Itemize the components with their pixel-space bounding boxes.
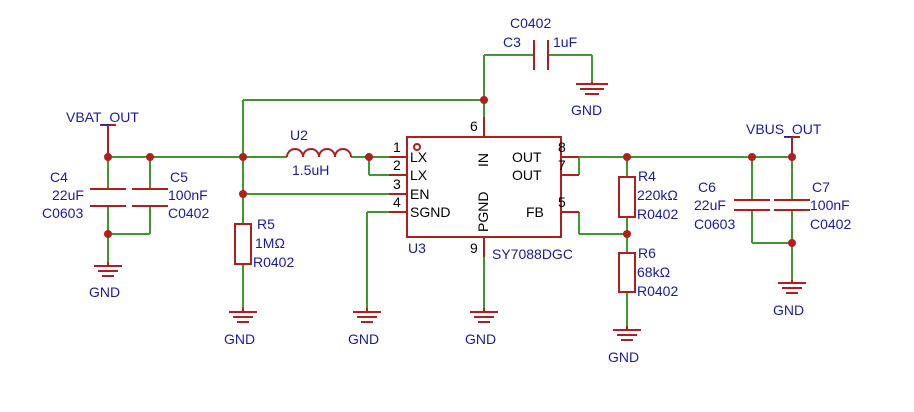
r4-value: 220kΩ	[637, 187, 678, 203]
pin-number-7: 7	[558, 157, 566, 173]
gnd-label: GND	[465, 331, 496, 347]
pin-number-4: 4	[393, 194, 401, 210]
junction-dot	[239, 190, 247, 198]
c4-package: C0603	[42, 205, 83, 221]
junction-dot	[748, 153, 756, 161]
capacitor-c3: C0402 C3 1uF	[503, 15, 577, 70]
gnd-symbol-pgnd: GND	[465, 308, 498, 347]
r6-value: 68kΩ	[637, 264, 670, 280]
pin-number-6: 6	[470, 118, 478, 134]
net-label-vbat: VBAT_OUT	[66, 109, 139, 125]
resistor-r5: R5 1MΩ R0402	[234, 216, 294, 270]
wires	[107, 54, 793, 326]
gnd-symbol-sgnd: GND	[348, 308, 381, 347]
c3-ref: C3	[503, 34, 521, 50]
ic-u3: 1 2 3 4 6 9 8 7 5 LX LX EN SGND OUT OUT …	[389, 117, 579, 262]
u3-part: SY7088DGC	[492, 246, 573, 262]
pin-number-5: 5	[558, 194, 566, 210]
pin-number-2: 2	[393, 157, 401, 173]
r6-ref: R6	[638, 245, 656, 261]
inductor-u2: U2 1.5uH	[286, 127, 352, 178]
capacitor-c6: C6 22uF C0603	[694, 179, 770, 232]
pin-name-in: IN	[475, 153, 491, 167]
c7-value: 100nF	[810, 197, 850, 213]
r4-ref: R4	[638, 168, 656, 184]
resistor-r4: R4 220kΩ R0402	[618, 168, 678, 222]
u2-value: 1.5uH	[292, 162, 329, 178]
gnd-symbol-r6: GND	[608, 326, 641, 365]
pin-number-9: 9	[470, 240, 478, 256]
net-label-vbus: VBUS_OUT	[746, 121, 822, 137]
c5-ref: C5	[170, 169, 188, 185]
capacitor-c7: C7 100nF C0402	[774, 179, 851, 232]
c3-value: 1uF	[553, 34, 577, 50]
gnd-label: GND	[773, 302, 804, 318]
pin-name-fb: FB	[526, 204, 544, 220]
net-vbus: VBUS_OUT	[746, 121, 822, 157]
c7-package: C0402	[810, 216, 851, 232]
pin-number-8: 8	[558, 139, 566, 155]
gnd-symbol-c3: GND	[571, 82, 608, 118]
gnd-label: GND	[608, 349, 639, 365]
gnd-symbol-c6c7: GND	[773, 280, 806, 318]
junction-dot	[146, 153, 154, 161]
pin-name-lx-1: LX	[410, 149, 428, 165]
c7-ref: C7	[812, 179, 830, 195]
pin-number-3: 3	[393, 176, 401, 192]
pin-number-1: 1	[393, 139, 401, 155]
c5-package: C0402	[168, 205, 209, 221]
gnd-label: GND	[571, 102, 602, 118]
pin-name-sgnd: SGND	[410, 204, 450, 220]
junction-dot	[788, 239, 796, 247]
c4-value: 22uF	[52, 187, 84, 203]
c6-package: C0603	[694, 216, 735, 232]
junction-dot	[239, 153, 247, 161]
net-vbat: VBAT_OUT	[66, 109, 139, 157]
junction-dot	[480, 96, 488, 104]
gnd-symbol-c4: GND	[89, 262, 122, 300]
junctions	[104, 96, 796, 247]
c4-ref: C4	[50, 169, 68, 185]
gnd-label: GND	[224, 331, 255, 347]
pin-name-pgnd: PGND	[475, 192, 491, 232]
capacitor-c4: C4 22uF C0603	[42, 169, 126, 221]
c6-ref: C6	[698, 179, 716, 195]
r4-package: R0402	[637, 206, 678, 222]
r5-value: 1MΩ	[255, 235, 285, 251]
junction-dot	[623, 230, 631, 238]
junction-dot	[365, 153, 373, 161]
resistor-r6: R6 68kΩ R0402	[618, 245, 678, 299]
pin-name-en: EN	[410, 186, 429, 202]
pin-name-out-8: OUT	[512, 149, 542, 165]
pin-name-lx-2: LX	[410, 167, 428, 183]
pin-name-out-7: OUT	[512, 167, 542, 183]
junction-dot	[104, 230, 112, 238]
c5-value: 100nF	[168, 187, 208, 203]
u2-ref: U2	[290, 127, 308, 143]
c6-value: 22uF	[694, 197, 726, 213]
capacitor-c5: C5 100nF C0402	[132, 169, 209, 221]
r6-package: R0402	[637, 283, 678, 299]
u3-ref: U3	[408, 240, 426, 256]
c3-package: C0402	[510, 15, 551, 31]
r5-ref: R5	[257, 216, 275, 232]
r5-package: R0402	[253, 254, 294, 270]
gnd-label: GND	[348, 331, 379, 347]
gnd-label: GND	[89, 284, 120, 300]
gnd-symbol-r5: GND	[224, 308, 257, 347]
junction-dot	[623, 153, 631, 161]
